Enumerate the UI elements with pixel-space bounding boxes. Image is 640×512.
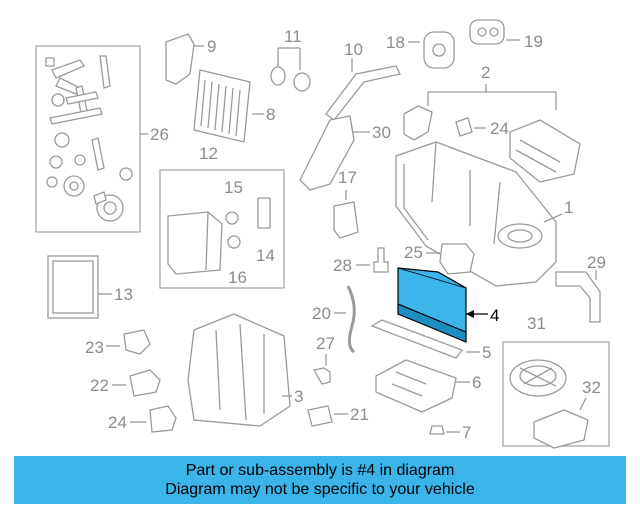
- part-25-actuator: [439, 243, 475, 275]
- part-24-clip-upper: [455, 117, 473, 137]
- callout-9: 9: [207, 37, 216, 56]
- callout-25: 25: [404, 243, 423, 262]
- callout-24-upper: 24: [490, 119, 509, 138]
- part-11-o-rings: [270, 66, 311, 92]
- callout-8: 8: [266, 105, 275, 124]
- info-banner: Part or sub-assembly is #4 in diagram Di…: [14, 456, 626, 504]
- part-27-sensor: [312, 367, 331, 385]
- callout-18: 18: [386, 33, 405, 52]
- callout-16: 16: [228, 268, 247, 287]
- callout-12: 12: [199, 144, 218, 163]
- part-12-expansion-valve: [167, 211, 223, 275]
- banner-line-2: Diagram may not be specific to your vehi…: [165, 481, 475, 498]
- callout-31: 31: [527, 314, 546, 333]
- part-31-blower-motor: [509, 359, 567, 397]
- callout-20: 20: [312, 304, 331, 323]
- callout-24-lower: 24: [108, 413, 127, 432]
- callout-28: 28: [333, 256, 352, 275]
- part-10-pipe: [325, 65, 401, 121]
- callout-19: 19: [524, 32, 543, 51]
- callout-30: 30: [372, 123, 391, 142]
- part-29-bracket: [555, 271, 601, 323]
- callout-11: 11: [284, 27, 302, 46]
- part-2-duct: [403, 105, 581, 183]
- callout-27: 27: [316, 334, 335, 353]
- part-26-linkages: [45, 55, 133, 222]
- parts-diagram: 26 13 9 8 11 10 18 19 2: [35, 19, 610, 449]
- callout-6: 6: [472, 373, 481, 392]
- callout-13: 13: [114, 285, 133, 304]
- part-7-screw: [429, 425, 445, 435]
- part-1-heater-case: [395, 141, 557, 287]
- part-6-cover: [375, 359, 457, 413]
- part-18-grommet: [423, 31, 455, 69]
- part-19-grommet: [469, 19, 505, 45]
- callout-17: 17: [338, 168, 357, 187]
- part-16-o-ring: [227, 235, 241, 249]
- part-8-evaporator: [193, 69, 251, 143]
- part-30-bracket: [299, 115, 355, 191]
- callout-14: 14: [256, 246, 275, 265]
- callout-5: 5: [482, 343, 491, 362]
- part-21-connector: [307, 405, 333, 427]
- part-4-cabin-filter-highlighted[interactable]: [397, 267, 467, 343]
- callout-10: 10: [344, 40, 363, 59]
- callout-3: 3: [294, 387, 303, 406]
- callout-2: 2: [481, 63, 490, 82]
- callout-29: 29: [587, 253, 606, 272]
- callout-4: 4: [490, 306, 499, 325]
- part-28-bolt: [373, 247, 389, 273]
- part-26-group-box: [35, 45, 141, 233]
- part-23-clip: [123, 329, 151, 355]
- part-14-sensor: [257, 197, 271, 229]
- part-13-filter: [47, 255, 99, 319]
- callout-22: 22: [90, 376, 109, 395]
- callout-1: 1: [564, 198, 573, 217]
- part-9-bracket: [165, 33, 195, 85]
- part-5-seal: [370, 319, 464, 359]
- callout-26: 26: [150, 125, 169, 144]
- part-15-o-ring: [225, 211, 239, 225]
- banner-line-1: Part or sub-assembly is #4 in diagram: [185, 462, 455, 479]
- part-3-lower-case: [187, 313, 291, 427]
- part-32-resistor: [533, 409, 589, 449]
- callout-21: 21: [350, 405, 369, 424]
- part-12-group-box: [159, 169, 285, 289]
- part-24-clip-lower: [149, 405, 177, 433]
- callout-23: 23: [85, 338, 104, 357]
- part-22-clip: [129, 369, 161, 397]
- part-17-sensor: [333, 201, 359, 239]
- callout-15: 15: [224, 178, 243, 197]
- callout-7: 7: [462, 423, 471, 442]
- callout-32: 32: [582, 378, 601, 397]
